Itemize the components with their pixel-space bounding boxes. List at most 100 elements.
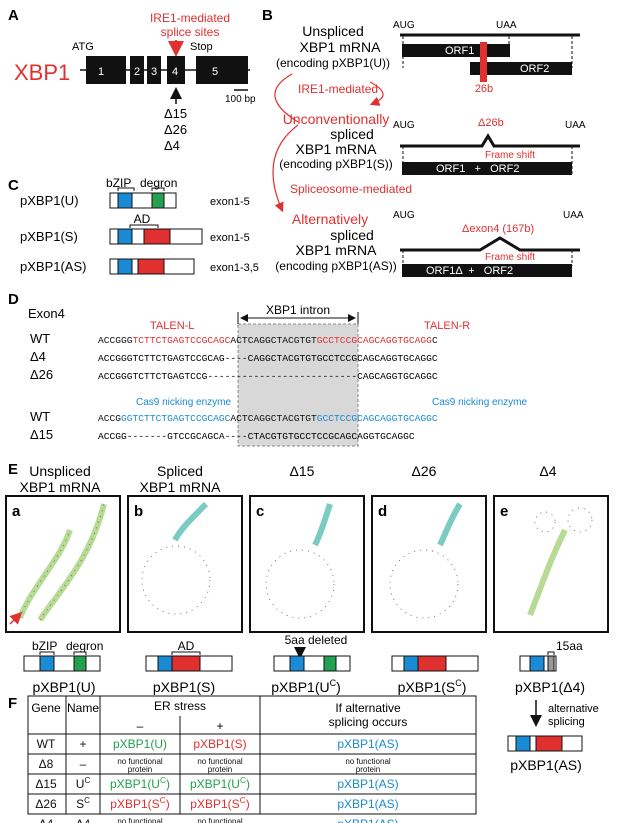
rna-structure-c xyxy=(265,503,335,619)
d-row4-seq: ACCGGGTCTTCTGAGTCCGCAGCACTCAGGCTACGTGTGC… xyxy=(98,413,438,424)
f-cell: pXBP1(UC) xyxy=(110,775,170,791)
f-cell: Δ8 xyxy=(39,757,54,771)
d-row1-seq: ACCGGGTCTTCTGAGTCCGCAGCACTCAGGCTACGTGTGC… xyxy=(98,335,438,346)
c-row1-name: pXBP1(U) xyxy=(20,193,79,208)
sublabel-a: a xyxy=(12,503,21,520)
orf2-label: ORF2 xyxy=(520,63,549,75)
sublabel-c: c xyxy=(256,503,264,520)
spliced-encoding: (encoding pXBP1(S)) xyxy=(279,157,392,171)
alt-splicing-label-1: alternative xyxy=(548,703,599,715)
e-protein-as-label: pXBP1(AS) xyxy=(510,757,582,773)
panel-a: A IRE1-mediated splice sites XBP1 ATG St… xyxy=(8,7,256,153)
panel-d: D Exon4 XBP1 intron TALEN-L TALEN-R WT A… xyxy=(8,291,527,447)
e-header-c: Δ15 xyxy=(290,463,315,479)
d-row1-name: WT xyxy=(30,331,50,346)
uaa-label-1: UAA xyxy=(496,20,517,31)
exon-4 xyxy=(167,56,185,84)
spliced-orf-box xyxy=(402,162,572,175)
alt-mrna-line xyxy=(400,236,580,252)
e-header-a-1: Unspliced xyxy=(29,463,90,479)
rna-structure-e xyxy=(527,507,593,617)
alternatively-title: Alternatively xyxy=(292,211,368,227)
structure-box-d xyxy=(371,495,487,633)
e-protein-e-label: pXBP1(Δ4) xyxy=(515,679,585,695)
f-cell: Δ15 xyxy=(35,777,57,791)
panel-c: C bZIP degron pXBP1(U) exon1-5 AD pXBP1(… xyxy=(8,176,259,275)
f-header-er: ER stress xyxy=(154,699,206,713)
d-row5-name: Δ15 xyxy=(30,427,53,442)
frame-shift-label-1: Frame shift xyxy=(485,150,535,161)
exon-5 xyxy=(196,56,248,84)
sublabel-e: e xyxy=(500,503,508,520)
spliced-mrna-line xyxy=(400,133,580,148)
f-cell: Δ26 xyxy=(35,797,57,811)
spliceosome-label: Spliceosome-mediated xyxy=(290,182,412,196)
f-cell: pXBP1(S) xyxy=(193,737,246,751)
splice-site-annotation: IRE1-mediated xyxy=(150,11,230,25)
orf1-label: ORF1 xyxy=(445,45,474,57)
e-protein-a xyxy=(23,655,101,672)
d-row2-name: Δ4 xyxy=(30,349,46,364)
sublabel-b: b xyxy=(134,503,143,520)
f-cell: Δ4 xyxy=(39,817,54,823)
atg-label: ATG xyxy=(72,41,94,53)
e-protein-b-label: pXBP1(S) xyxy=(153,679,215,695)
e-degron-label: degron xyxy=(66,639,103,653)
spliced-title-1: spliced xyxy=(330,126,374,142)
e-header-d: Δ26 xyxy=(412,463,437,479)
exon-4-label: 4 xyxy=(172,66,178,78)
exon-2-label: 2 xyxy=(134,66,140,78)
c-row1-exon: exon1-5 xyxy=(210,196,250,208)
aug-label-2: AUG xyxy=(393,120,415,131)
f-cell: protein xyxy=(208,765,232,774)
spliced-xbp1-2: XBP1 mRNA xyxy=(296,242,378,258)
splice-site-annotation-2: splice sites xyxy=(161,25,220,39)
f-cell: no functional xyxy=(197,757,243,766)
e-header-b-2: XBP1 mRNA xyxy=(140,479,222,495)
unconventionally-title: Unconventionally xyxy=(283,111,390,127)
f-cell: pXBP1(AS) xyxy=(337,737,398,751)
exon-1-label: 1 xyxy=(98,66,104,78)
spliced-orf-label: ORF1 + ORF2 xyxy=(436,163,519,175)
structure-box-c xyxy=(249,495,365,633)
d-row3-name: Δ26 xyxy=(30,367,53,382)
orf2-box xyxy=(470,62,572,75)
structure-box-b xyxy=(127,495,243,633)
exon-1 xyxy=(86,56,126,84)
intron-shading xyxy=(237,323,359,447)
e-protein-c-label: pXBP1(UC) xyxy=(271,678,341,695)
e-bzip-label: bZIP xyxy=(32,639,57,653)
spliced-xbp1-1: XBP1 mRNA xyxy=(296,141,378,157)
f-cell: no functional xyxy=(197,817,243,823)
rna-structure-a xyxy=(9,503,107,625)
sublabel-d: d xyxy=(378,503,387,520)
talen-l-label: TALEN-L xyxy=(150,320,194,332)
f-cell: pXBP1(SC) xyxy=(110,795,169,811)
panel-b: B Unspliced XBP1 mRNA (encoding pXBP1(U)… xyxy=(262,7,586,277)
f-cell: pXBP1(AS) xyxy=(337,777,398,791)
exon-3-label: 3 xyxy=(151,66,157,78)
f-cell: + xyxy=(79,737,86,751)
ad-label-c: AD xyxy=(134,212,151,226)
f-cell: WT xyxy=(37,737,56,751)
panel-b-label: B xyxy=(262,7,273,24)
bzip-label: bZIP xyxy=(106,176,131,190)
e-protein-d-label: pXBP1(SC) xyxy=(398,678,467,695)
e-protein-c xyxy=(273,655,351,672)
intron-label: XBP1 intron xyxy=(266,303,330,317)
five-aa-deleted-label: 5aa deleted xyxy=(285,633,348,647)
aug-label-3: AUG xyxy=(393,210,415,221)
f-cell: protein xyxy=(356,765,380,774)
frame-shift-label-2: Frame shift xyxy=(485,252,535,263)
spliced-title-2: spliced xyxy=(330,227,374,243)
alt-orf-label: ORF1Δ + ORF2 xyxy=(426,265,513,277)
f-cell: UC xyxy=(76,776,91,791)
alt-orf-box xyxy=(402,264,572,277)
e-ad-label: AD xyxy=(178,639,195,653)
26b-label: 26b xyxy=(475,83,493,95)
aug-label-1: AUG xyxy=(393,20,415,31)
panel-e: E Unspliced XBP1 mRNA Spliced XBP1 mRNA … xyxy=(5,461,609,773)
panel-e-label: E xyxy=(8,461,18,478)
f-header-alt-1: If alternative xyxy=(335,701,401,715)
